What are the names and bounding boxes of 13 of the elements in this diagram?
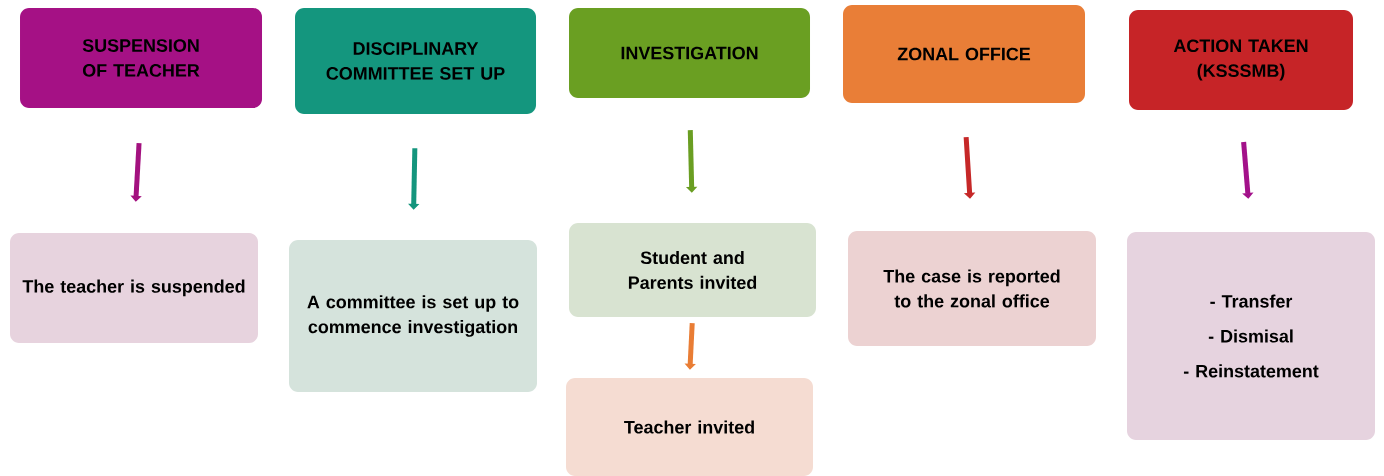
heading-box: ZONAL OFFICE	[843, 5, 1085, 103]
step-box: The teacher is suspended	[10, 233, 258, 343]
step-box: Student and Parents invited	[569, 223, 816, 317]
step-box: - Transfer - Dismisal - Reinstatement	[1127, 232, 1375, 440]
step-box: A committee is set up to commence investigation	[289, 240, 537, 392]
step-box: The case is reported to the zonal office	[848, 231, 1096, 346]
heading-box: DISCIPLINARY COMMITTEE SET UP	[295, 8, 536, 114]
heading-box: INVESTIGATION	[569, 8, 810, 98]
step-box: Teacher invited	[566, 378, 813, 476]
heading-box: SUSPENSION OF TEACHER	[20, 8, 262, 108]
arrow	[1241, 141, 1254, 199]
arrow	[963, 136, 976, 199]
heading-box: ACTION TAKEN (KSSSMB)	[1129, 10, 1353, 110]
